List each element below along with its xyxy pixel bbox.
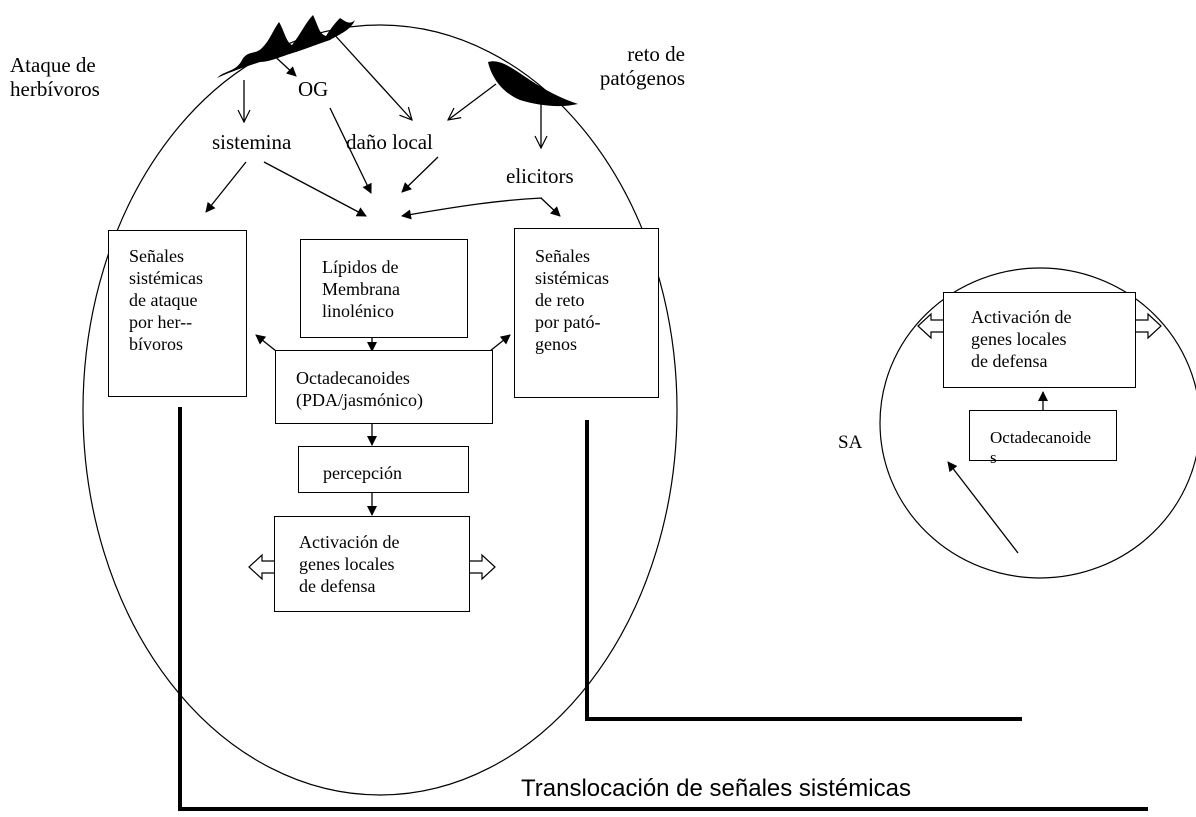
herbivore-shape	[217, 15, 355, 78]
open-arrow-right-cell-right	[1136, 312, 1162, 340]
label-sistemina: sistemina	[212, 130, 292, 154]
box-lipidos-text: Lípidos de Membrana linolénico	[322, 257, 400, 321]
label-sa: SA	[838, 432, 863, 453]
box-activacion-text: Activación de genes locales de defensa	[299, 532, 400, 596]
neighbor-cell-ellipse	[879, 267, 1196, 579]
box-senales-patogenos-text: Señales sistémicas de reto por pató- gen…	[535, 246, 609, 354]
arrow-elicitors-lipidos	[401, 197, 543, 220]
label-translocacion: Translocación de señales sistémicas	[521, 775, 911, 802]
box-octadecanoides-right: Octadecanoide s	[969, 410, 1117, 467]
box-percepcion-text: percepción	[323, 463, 402, 483]
arrow-octadecanoides-senales-right	[489, 334, 511, 352]
arrow-dano-lipidos	[401, 156, 439, 193]
box-activacion-right: Activación de genes locales de defensa	[943, 292, 1136, 388]
box-octadecanoides: Octadecanoides (PDA/jasmónico)	[275, 350, 493, 424]
label-ataque-herbivoros: Ataque de herbívoros	[10, 53, 100, 101]
arrow-herbivore-dano	[331, 31, 412, 120]
arrow-sistemina-senales	[205, 161, 247, 213]
open-arrow-right-cell-left	[917, 312, 943, 340]
label-reto-patogenos: reto de patógenos	[599, 42, 685, 90]
label-og: OG	[298, 77, 329, 101]
label-dano-local: daño local	[346, 130, 433, 154]
box-activacion: Activación de genes locales de defensa	[274, 516, 470, 612]
box-octadecanoides-text: Octadecanoides (PDA/jasmónico)	[296, 368, 423, 410]
box-lipidos: Lípidos de Membrana linolénico	[300, 239, 468, 338]
arrow-pathogen-dano	[448, 83, 497, 120]
translocation-line-left	[178, 407, 1148, 811]
box-octadecanoides-right-text: Octadecanoide s	[990, 428, 1091, 467]
box-activacion-right-text: Activación de genes locales de defensa	[971, 307, 1072, 371]
open-arrow-left	[248, 553, 274, 581]
arrow-elicitors-senales	[540, 197, 561, 217]
box-senales-herbivoros: Señales sistémicas de ataque por her-- b…	[108, 230, 247, 397]
open-arrow-right	[470, 553, 496, 581]
main-cell-ellipse	[82, 24, 678, 796]
arrow-herbivore-og	[267, 49, 297, 77]
arrow-og-lipidos	[329, 107, 372, 194]
arrow-octadecanoides-senales-left	[255, 334, 277, 352]
box-percepcion: percepción	[298, 446, 469, 493]
box-senales-patogenos: Señales sistémicas de reto por pató- gen…	[514, 228, 659, 398]
arrow-right-incoming	[947, 461, 1019, 554]
label-elicitors: elicitors	[506, 164, 574, 188]
translocation-line-right	[585, 420, 1022, 721]
box-senales-herbivoros-text: Señales sistémicas de ataque por her-- b…	[129, 246, 203, 354]
pathogen-shape	[488, 61, 578, 107]
arrow-sistemina-lipidos	[263, 161, 367, 217]
